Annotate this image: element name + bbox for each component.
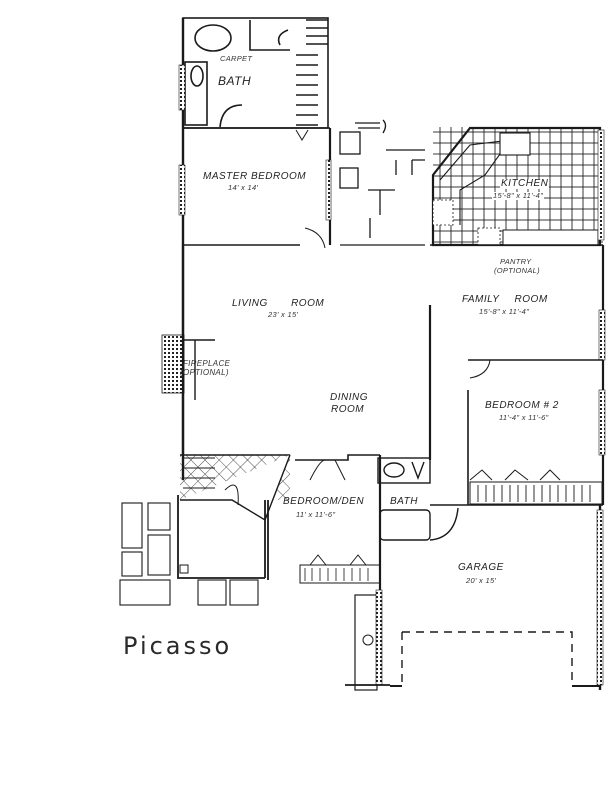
bedroom-2-walls	[467, 359, 606, 505]
foyer-walls	[177, 454, 291, 579]
plan-title: Picasso	[123, 632, 233, 660]
hall-bath-block	[377, 457, 459, 541]
living-room-size: 23' x 15'	[268, 310, 299, 319]
fireplace-block	[161, 334, 215, 400]
dining-room-label-line1: DINING	[330, 392, 368, 403]
carpet-note: CARPET	[220, 54, 253, 63]
garage-label: GARAGE	[458, 562, 504, 573]
fireplace-label: FIREPLACE	[183, 359, 231, 368]
family-room-label: FAMILY ROOM	[462, 294, 548, 305]
bedroom-den-size: 11' x 11'-6"	[296, 510, 336, 519]
laundry-area	[339, 119, 425, 246]
master-bedroom-size: 14' x 14'	[228, 183, 259, 192]
master-bath-label: BATH	[218, 74, 252, 88]
bedroom-den-label: BEDROOM/DEN	[283, 496, 365, 507]
patio-pavers	[119, 502, 259, 606]
hall-bath-label: BATH	[389, 496, 419, 507]
bedroom-2-label: BEDROOM # 2	[485, 400, 559, 411]
master-bedroom-label: MASTER BEDROOM	[203, 171, 307, 182]
fireplace-note: (OPTIONAL)	[180, 368, 229, 377]
bedroom-2-size: 11'-4" x 11'-6"	[499, 413, 549, 422]
master-bath	[182, 17, 329, 141]
kitchen-label: KITCHEN	[500, 178, 550, 189]
dining-room-label-line2: ROOM	[331, 404, 365, 415]
pantry-label: PANTRY	[500, 257, 532, 266]
garage-size: 20' x 15'	[466, 576, 497, 585]
kitchen-block	[431, 126, 605, 247]
garage-walls	[345, 504, 604, 691]
kitchen-size: 15'-8" x 11'-4"	[492, 191, 545, 200]
living-room-label: LIVING ROOM	[232, 298, 325, 309]
master-bedroom-walls	[183, 127, 332, 249]
family-room-size: 15'-8" x 11'-4"	[479, 307, 530, 316]
family-room-walls	[428, 244, 606, 505]
pantry-note: (OPTIONAL)	[494, 266, 540, 275]
